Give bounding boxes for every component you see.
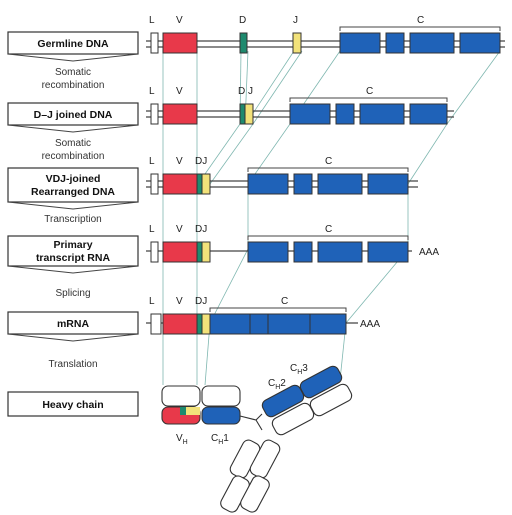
stage-label: Germline DNA bbox=[37, 38, 109, 50]
label-ch1: CH1 bbox=[211, 433, 229, 446]
row-dj-joined-dna: L V D J C bbox=[146, 86, 454, 125]
label-c: C bbox=[417, 15, 424, 26]
label-c: C bbox=[281, 296, 288, 307]
d-segment bbox=[196, 313, 203, 335]
label-v: V bbox=[176, 296, 183, 307]
stage-label: Heavy chain bbox=[42, 399, 103, 411]
step-label: Translation bbox=[48, 359, 97, 370]
d-segment bbox=[239, 103, 246, 125]
d-segment bbox=[239, 32, 248, 54]
stage-label-line1: VDJ-joined bbox=[46, 173, 101, 185]
c-exons bbox=[247, 173, 409, 195]
stage-label-line2: transcript RNA bbox=[36, 252, 111, 264]
v-segment bbox=[162, 32, 198, 54]
stage-primary-transcript-rna: Primary transcript RNA bbox=[7, 235, 139, 267]
label-l: L bbox=[149, 86, 155, 97]
stage-mrna: mRNA bbox=[7, 311, 139, 335]
j-segment bbox=[201, 241, 211, 263]
step-label-line2: recombination bbox=[42, 80, 105, 91]
v-segment bbox=[162, 173, 198, 195]
fc-arm-upper bbox=[261, 365, 353, 436]
v-segment bbox=[162, 103, 198, 125]
vh-domain bbox=[161, 406, 201, 425]
protein-labels: VH CH1 CH2 CH3 bbox=[176, 363, 308, 446]
step-label-line1: Somatic bbox=[55, 67, 91, 78]
j-segment bbox=[244, 103, 254, 125]
c-exons bbox=[339, 32, 501, 54]
stage-germline-dna: Germline DNA bbox=[7, 31, 139, 55]
step-label-line2: recombination bbox=[42, 151, 105, 162]
stage-vdj-rearranged-dna: VDJ-joined Rearranged DNA bbox=[7, 167, 139, 203]
step-label-line1: Somatic bbox=[55, 138, 91, 149]
row-mrna: L V DJ C AAA bbox=[146, 296, 380, 335]
fab-arm-lower bbox=[220, 439, 281, 513]
stage-label: D–J joined DNA bbox=[34, 109, 113, 121]
label-dj: DJ bbox=[195, 296, 207, 307]
step-translation: Translation bbox=[7, 333, 139, 370]
c-exons bbox=[247, 241, 409, 263]
label-d: D bbox=[239, 15, 246, 26]
label-v: V bbox=[176, 86, 183, 97]
label-vh: VH bbox=[176, 433, 188, 446]
v-segment bbox=[162, 241, 198, 263]
label-l: L bbox=[149, 296, 155, 307]
leader-segment bbox=[150, 241, 159, 263]
stage-dj-joined-dna: D–J joined DNA bbox=[7, 102, 139, 126]
stage-label-line2: Rearranged DNA bbox=[31, 186, 115, 198]
label-dj: DJ bbox=[195, 156, 207, 167]
v-segment bbox=[162, 313, 198, 335]
stage-heavy-chain: Heavy chain bbox=[7, 391, 139, 417]
c-exons bbox=[209, 313, 347, 335]
leader-segment bbox=[150, 103, 159, 125]
row-germline-dna: L V D J C bbox=[146, 15, 505, 54]
label-l: L bbox=[149, 156, 155, 167]
label-c: C bbox=[325, 224, 332, 235]
antibody-structure bbox=[161, 365, 353, 513]
row-primary-transcript-rna: L V DJ C AAA bbox=[146, 224, 439, 263]
label-c: C bbox=[366, 86, 373, 97]
label-v: V bbox=[176, 224, 183, 235]
leader-segment bbox=[150, 32, 159, 54]
label-ch3: CH3 bbox=[290, 363, 308, 376]
poly-a-tail: AAA bbox=[360, 319, 380, 330]
step-somatic-recombination-2: Somatic recombination bbox=[7, 124, 139, 162]
step-transcription: Transcription bbox=[7, 201, 139, 225]
label-v: V bbox=[176, 156, 183, 167]
row-vdj-rearranged-dna: L V DJ C bbox=[146, 156, 418, 195]
label-dj: DJ bbox=[195, 224, 207, 235]
partner-domain bbox=[161, 385, 201, 407]
poly-a-tail: AAA bbox=[419, 247, 439, 258]
step-label: Splicing bbox=[55, 288, 90, 299]
step-splicing: Splicing bbox=[7, 265, 139, 299]
partner-domain bbox=[201, 385, 241, 407]
stage-label: mRNA bbox=[57, 318, 90, 330]
label-c: C bbox=[325, 156, 332, 167]
stage-column: Germline DNA Somatic recombination D–J j… bbox=[7, 31, 139, 417]
j-segment bbox=[201, 313, 211, 335]
leader-segment bbox=[150, 313, 162, 335]
label-l: L bbox=[149, 224, 155, 235]
leader-segment bbox=[150, 173, 159, 195]
stage-label-line1: Primary bbox=[53, 239, 92, 251]
c-exons bbox=[289, 103, 448, 125]
step-somatic-recombination-1: Somatic recombination bbox=[7, 53, 139, 91]
j-segment bbox=[201, 173, 211, 195]
label-v: V bbox=[176, 15, 183, 26]
j-segment bbox=[292, 32, 302, 54]
label-ch2: CH2 bbox=[268, 378, 286, 391]
label-j: J bbox=[293, 15, 298, 26]
hinge bbox=[239, 413, 263, 431]
label-l: L bbox=[149, 15, 155, 26]
step-label: Transcription bbox=[44, 214, 101, 225]
ch1-domain bbox=[201, 406, 241, 425]
d-segment bbox=[196, 173, 203, 195]
label-dj: D J bbox=[238, 86, 253, 97]
alignment-guides bbox=[162, 50, 501, 386]
d-segment bbox=[196, 241, 203, 263]
